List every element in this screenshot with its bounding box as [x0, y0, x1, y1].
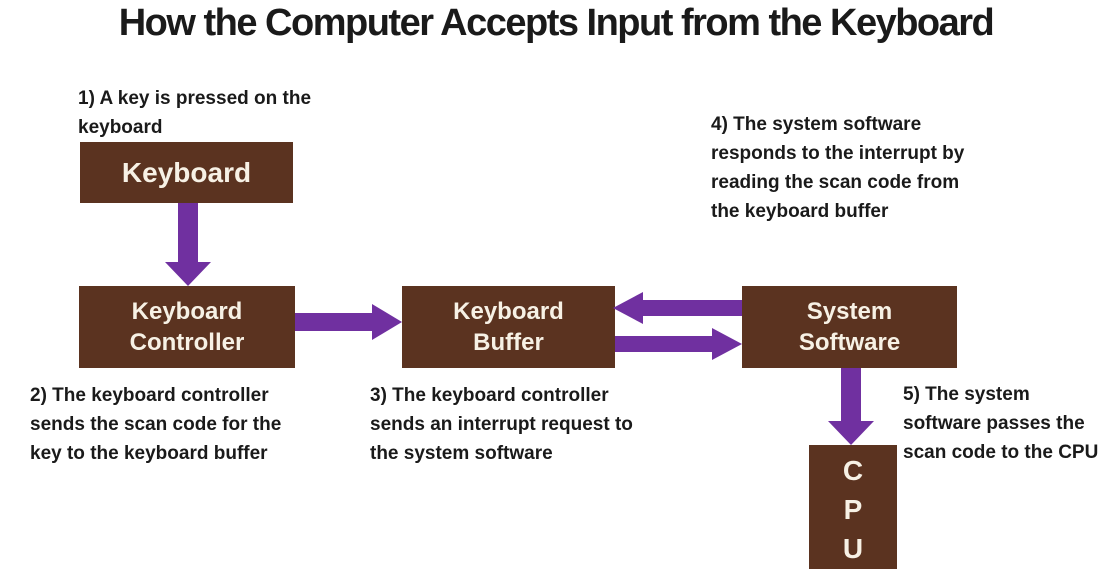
keyboard-controller-box-label-line-2: Controller	[129, 329, 245, 356]
cpu-box-letter-p: P	[843, 494, 863, 525]
arrow-shaft	[295, 313, 373, 331]
step-1-annotation: 1) A key is pressed on the keyboard	[78, 84, 311, 142]
step-4-line-1: 4) The system software	[711, 114, 922, 135]
arrow-shaft	[643, 300, 742, 316]
step-4-line-3: reading the scan code from	[711, 172, 960, 193]
step-5-line-2: software passes the	[903, 413, 1085, 434]
step-1-line-1: 1) A key is pressed on the	[78, 88, 312, 109]
keyboard-controller-box-label-line-1: Keyboard	[131, 298, 243, 325]
keyboard-buffer-box-label-line-1: Keyboard	[453, 298, 564, 325]
keyboard-to-keyboard-controller-arrow	[165, 203, 211, 286]
arrow-head	[712, 328, 742, 360]
step-5-line-1: 5) The system	[903, 384, 1030, 405]
arrow-head	[613, 292, 643, 324]
arrow-shaft	[178, 203, 198, 263]
system-software-box-label-line-2: Software	[798, 329, 901, 356]
system-software-box: System Software	[742, 286, 957, 368]
arrow-head	[165, 262, 211, 286]
keyboard-box-label: Keyboard	[121, 156, 252, 188]
system-software-to-keyboard-buffer-arrow	[613, 292, 742, 324]
step-2-line-3: key to the keyboard buffer	[30, 443, 268, 464]
arrow-head	[372, 304, 402, 340]
step-4-line-4: the keyboard buffer	[711, 201, 889, 222]
step-4-line-2: responds to the interrupt by	[711, 143, 965, 164]
keyboard-box: Keyboard	[80, 142, 293, 203]
system-software-box-label-line-1: System	[806, 298, 893, 325]
step-2-annotation: 2) The keyboard controller sends the sca…	[30, 381, 281, 468]
cpu-box: C P U	[809, 445, 897, 569]
step-3-line-1: 3) The keyboard controller	[370, 385, 609, 406]
diagram-title: How the Computer Accepts Input from the …	[118, 2, 995, 44]
step-2-line-1: 2) The keyboard controller	[30, 385, 269, 406]
arrow-shaft	[615, 336, 712, 352]
system-software-to-cpu-arrow	[828, 368, 874, 445]
step-5-line-3: scan code to the CPU	[903, 442, 1099, 463]
keyboard-buffer-to-system-software-arrow	[615, 328, 742, 360]
keyboard-buffer-box: Keyboard Buffer	[402, 286, 615, 368]
cpu-box-letter-c: C	[842, 455, 864, 486]
step-1-line-2: keyboard	[78, 117, 163, 138]
arrow-head	[828, 421, 874, 445]
step-2-line-2: sends the scan code for the	[30, 414, 282, 435]
step-3-line-2: sends an interrupt request to	[370, 414, 633, 435]
step-3-annotation: 3) The keyboard controller sends an inte…	[370, 381, 633, 468]
step-5-annotation: 5) The system software passes the scan c…	[903, 380, 1098, 467]
keyboard-buffer-box-label-line-2: Buffer	[473, 329, 544, 356]
arrow-shaft	[841, 368, 861, 422]
keyboard-controller-to-keyboard-buffer-arrow	[295, 304, 402, 340]
cpu-box-letter-u: U	[842, 533, 864, 564]
keyboard-controller-box: Keyboard Controller	[79, 286, 295, 368]
step-3-line-3: the system software	[370, 443, 553, 464]
step-4-annotation: 4) The system software responds to the i…	[711, 110, 964, 226]
